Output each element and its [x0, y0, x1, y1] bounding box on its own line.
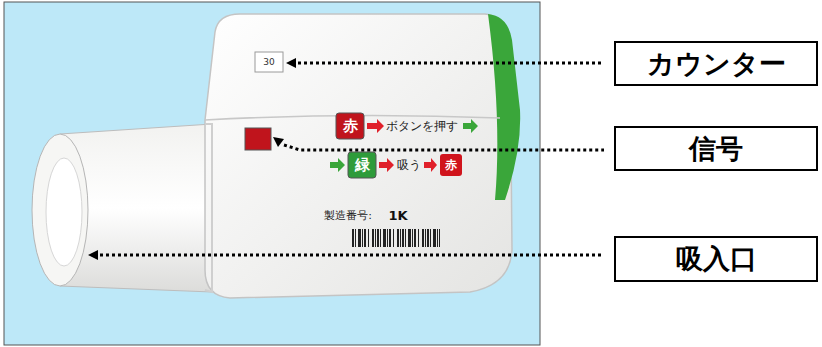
green-indicator — [348, 152, 376, 178]
serial-label: 製造番号: — [324, 210, 372, 221]
barcode — [352, 229, 440, 247]
leader-arrowhead — [273, 137, 284, 147]
green-arrow — [463, 119, 478, 133]
green-arrow — [330, 158, 345, 172]
leader-line — [100, 254, 604, 257]
mouthpiece-opening — [46, 158, 82, 266]
red-indicator — [440, 154, 462, 176]
indicator-text: 赤 — [445, 159, 457, 171]
leader-arrowhead — [88, 250, 98, 260]
callout-label: 吸入口 — [676, 244, 757, 274]
red-indicator — [336, 113, 364, 139]
counter-window — [255, 52, 283, 72]
red-arrow — [379, 158, 394, 172]
green-cap — [488, 14, 520, 200]
instruction-text: ボタンを押す — [386, 120, 458, 132]
red-arrow — [424, 158, 437, 172]
counter-number: 30 — [263, 58, 274, 67]
leader-line — [284, 145, 604, 150]
indicator-text: 赤 — [343, 119, 358, 134]
collar-ring — [205, 124, 212, 292]
indicator-text: 緑 — [355, 158, 370, 173]
callout-label: カウンター — [647, 49, 786, 79]
instruction-text: 吸う — [397, 159, 421, 171]
signal-window — [245, 128, 271, 150]
callout-box: カウンター — [614, 41, 818, 86]
callout-box: 信号 — [614, 126, 818, 171]
photo-background — [4, 2, 540, 345]
leader-line — [298, 62, 604, 65]
red-arrow — [367, 119, 384, 133]
leader-arrowhead — [286, 58, 296, 68]
mouthpiece-rim — [32, 134, 88, 286]
callout-box: 吸入口 — [614, 236, 818, 282]
serial-number: 1K — [388, 209, 407, 222]
callout-label: 信号 — [689, 134, 743, 164]
